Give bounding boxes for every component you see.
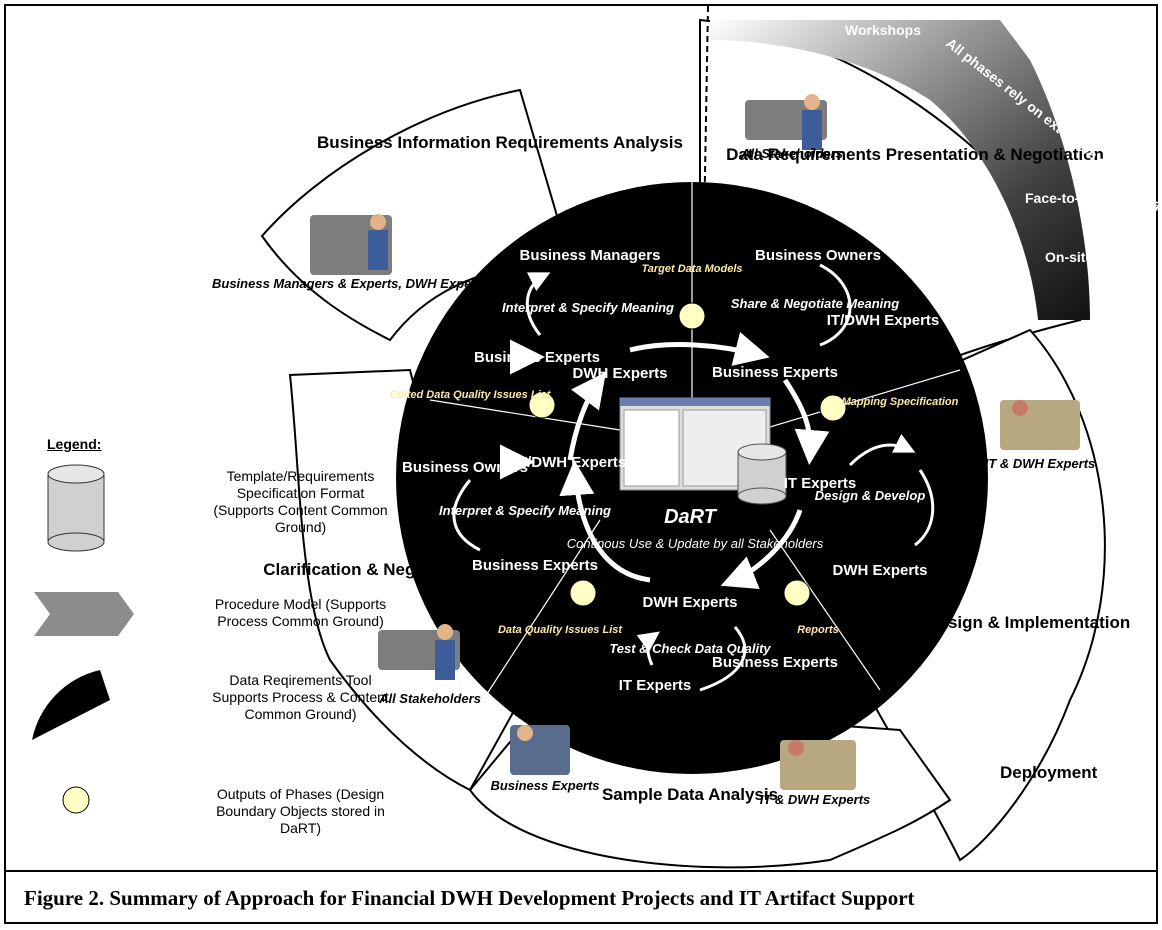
inner-dwh-experts-2: DWH Experts xyxy=(832,562,927,579)
inner-it-experts-2: IT Experts xyxy=(619,677,692,694)
inner-design-develop: Design & Develop xyxy=(815,488,926,503)
legend-chevron-text: Procedure Model (Supports Process Common… xyxy=(214,596,387,629)
approach-diagram: Business Information Requirements Analys… xyxy=(32,5,1134,869)
output-dq-issues xyxy=(569,579,597,607)
inner-business-experts-1: Business Experts xyxy=(474,349,600,366)
communication-band xyxy=(710,20,1090,320)
output-target-models xyxy=(678,302,706,330)
inner-business-managers: Business Managers xyxy=(520,247,661,264)
phase-etl: ETL Design & Implementation xyxy=(890,613,1131,632)
inner-test-check: Test & Check Data Quality xyxy=(609,641,771,656)
output-edited-dq xyxy=(528,391,556,419)
phase-sample: Sample Data Analysis xyxy=(602,785,778,804)
inner-share-negotiate: Share & Negotiate Meaning xyxy=(731,296,899,311)
dart-title: DaRT xyxy=(664,506,718,528)
business-people-clipart xyxy=(310,94,827,680)
band-divider xyxy=(703,5,709,231)
output-reports xyxy=(783,579,811,607)
legend-chevron-icon xyxy=(34,592,134,636)
label-edited-dq: Edited Data Quality Issues List xyxy=(390,389,552,401)
circle-dividers xyxy=(429,182,961,721)
label-dq-issues: Data Quality Issues List xyxy=(498,624,623,636)
label-reports: Reports xyxy=(797,624,839,636)
phase-data-requirements: Data Requirements Presentation & Negotia… xyxy=(726,145,1104,164)
role-all-stakeholders-top: All Stakeholders xyxy=(740,146,843,161)
phase-business-info: Business Information Requirements Analys… xyxy=(317,133,683,152)
inner-dwh-experts-1: DWH Experts xyxy=(572,365,667,382)
role-all-stakeholders-left: All Stakeholders xyxy=(378,691,481,706)
legend-sector-icon xyxy=(32,670,110,740)
phase-deployment: Deployment xyxy=(1000,763,1098,782)
figure-caption: Figure 2. Summary of Approach for Financ… xyxy=(4,870,1158,924)
person-at-computer-clipart xyxy=(510,400,1080,790)
legend-circle-icon xyxy=(62,786,90,814)
output-mapping xyxy=(819,394,847,422)
comm-onsite: On-site Visits xyxy=(1045,249,1134,265)
flow-arrows xyxy=(500,331,830,589)
phase-clarification: Clarification & Negotiation xyxy=(263,560,476,579)
label-mapping: Mapping Specification xyxy=(842,396,959,408)
inner-it-dwh-experts-2: IT/DWH Experts xyxy=(514,454,627,471)
output-dots xyxy=(528,302,847,607)
inner-it-experts-1: IT Experts xyxy=(784,475,857,492)
figure-frame xyxy=(4,4,1158,924)
inner-interpret-2: Interpret & Specify Meaning xyxy=(439,503,611,518)
role-business-experts-bottom: Business Experts xyxy=(490,778,599,793)
role-business-managers: Business Managers & Experts, DWH Experts xyxy=(212,276,488,291)
legend-cylinder-text: Template/Requirements Specification Form… xyxy=(213,468,388,535)
comm-face: Face-to-Face xyxy=(1025,190,1112,206)
inner-business-owners-1: Business Owners xyxy=(755,247,881,264)
legend-circle-text: Outputs of Phases (Design Boundary Objec… xyxy=(216,786,385,836)
inner-business-experts-2: Business Experts xyxy=(712,364,838,381)
legend-symbols xyxy=(32,464,134,814)
cylinder-icon xyxy=(737,443,787,505)
inner-business-experts-3: Business Experts xyxy=(712,654,838,671)
legend-cylinder-icon xyxy=(47,464,105,552)
inner-dwh-experts-3: DWH Experts xyxy=(642,594,737,611)
inner-it-dwh-experts-1: IT/DWH Experts xyxy=(827,312,940,329)
loop-arrows xyxy=(452,263,935,692)
comm-workshops: Workshops xyxy=(845,22,921,38)
role-it-dwh-right: IT & DWH Experts xyxy=(985,456,1096,471)
inner-interpret-1: Interpret & Specify Meaning xyxy=(502,300,674,315)
dart-subtitle: Continous Use & Update by all Stakeholde… xyxy=(567,536,824,551)
label-target-models: Target Data Models xyxy=(641,263,742,275)
legend-title: Legend: xyxy=(47,436,102,452)
inner-business-experts-4: Business Experts xyxy=(472,557,598,574)
inner-business-owners-2: Business Owners xyxy=(402,459,528,476)
role-it-dwh-bottom: IT & DWH Experts xyxy=(760,792,871,807)
legend-sector-text: Data Reqirements Tool Supports Process &… xyxy=(212,672,389,722)
